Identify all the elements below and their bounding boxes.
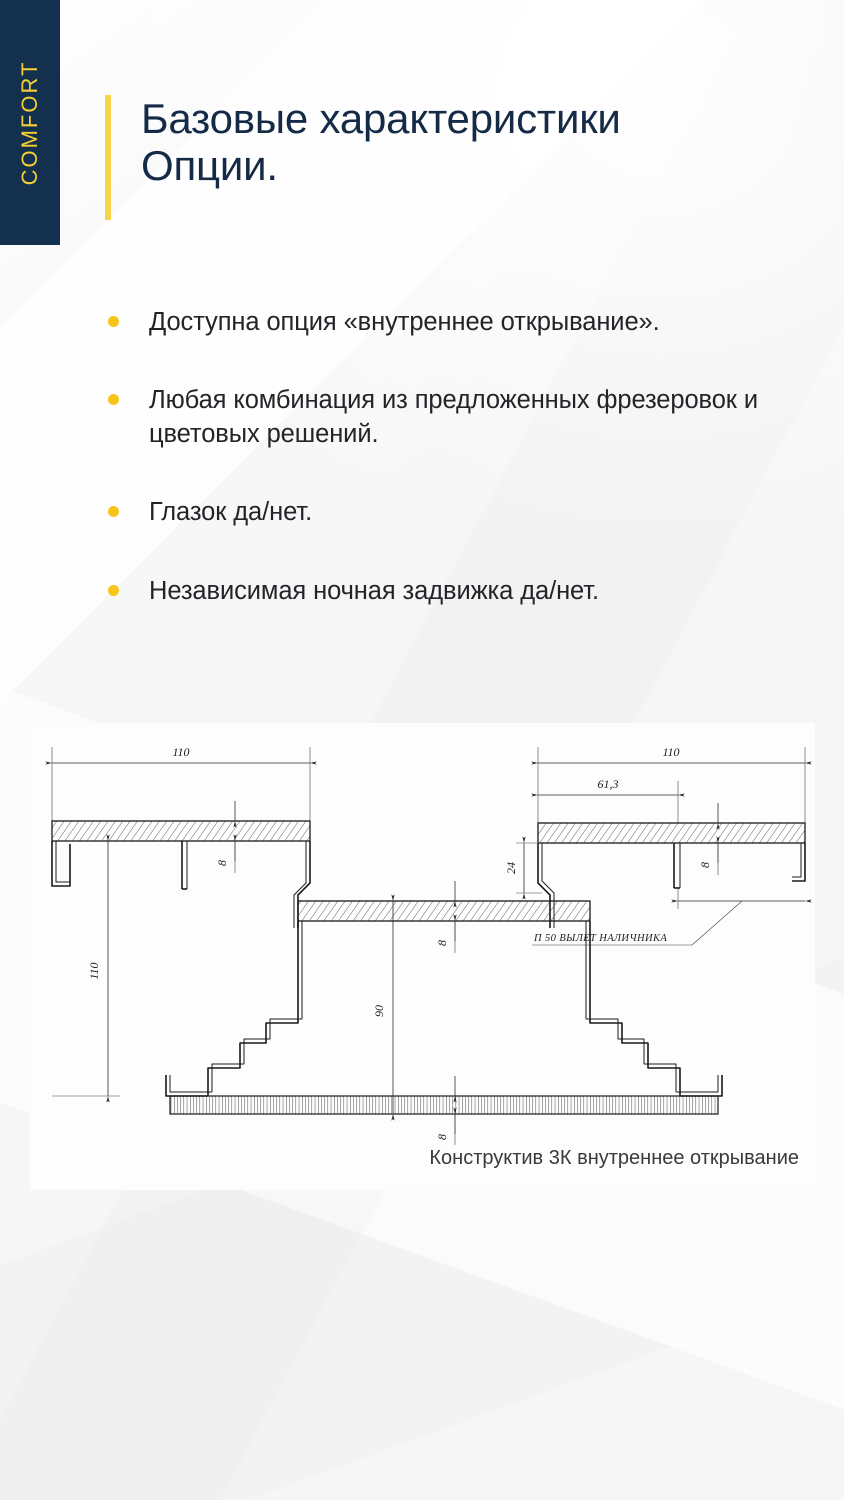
technical-drawing: 110 8 110 — [45, 745, 812, 1145]
bullet-text: Любая комбинация из предложенных фрезеро… — [149, 386, 758, 449]
feature-bullet-list: Доступна опция «внутреннее открывание». … — [108, 305, 808, 608]
bullet-dot-icon — [108, 584, 119, 596]
drawing-caption: Конструктив 3К внутреннее открывание — [429, 1147, 799, 1169]
dim-value: 110 — [87, 962, 101, 979]
bullet-dot-icon — [108, 506, 119, 518]
dim-right-leader — [671, 888, 812, 909]
dim-value: 8 — [435, 940, 449, 946]
title-text: Базовые характеристики Опции. — [141, 95, 805, 190]
dim-value: 110 — [662, 745, 679, 759]
bullet-text: Доступна опция «внутреннее открывание». — [149, 308, 660, 336]
list-item: Глазок да/нет. — [108, 495, 808, 529]
dim-value: 8 — [435, 1134, 449, 1140]
list-item: Доступна опция «внутреннее открывание». — [108, 305, 808, 339]
dim-value: 61,3 — [598, 777, 619, 791]
brand-block: COMFORT — [0, 0, 60, 245]
bullet-dot-icon — [108, 394, 119, 406]
title-line-1: Базовые характеристики — [141, 95, 621, 142]
dim-value: 24 — [504, 862, 518, 874]
dim-value: 110 — [172, 745, 189, 759]
dim-value: 8 — [698, 862, 712, 868]
title-line-2: Опции. — [141, 142, 278, 190]
brand-label: COMFORT — [17, 60, 42, 185]
title-accent-bar — [105, 95, 111, 220]
dim-value: 8 — [215, 860, 229, 866]
dim-left-top-width: 110 — [45, 745, 317, 821]
list-item: Любая комбинация из предложенных фрезеро… — [108, 383, 808, 451]
dim-value: 90 — [372, 1005, 386, 1017]
dim-right-top-width: 110 — [531, 745, 812, 823]
technical-drawing-panel: 110 8 110 — [30, 723, 815, 1190]
dim-right-step-height: 24 — [504, 836, 542, 900]
page-title: Базовые характеристики Опции. — [105, 95, 805, 220]
bullet-dot-icon — [108, 316, 119, 327]
dim-center-height: 90 — [372, 894, 395, 1121]
bullet-text: Глазок да/нет. — [149, 498, 313, 527]
note-text: П 50 ВЫЛЕТ НАЛИЧНИКА — [533, 933, 667, 944]
dim-left-vertical: 110 — [52, 834, 120, 1103]
bullet-text: Независимая ночная задвижка да/нет. — [149, 576, 600, 605]
dim-right-inner-width: 61,3 — [531, 777, 685, 823]
list-item: Независимая ночная задвижка да/нет. — [108, 574, 808, 608]
